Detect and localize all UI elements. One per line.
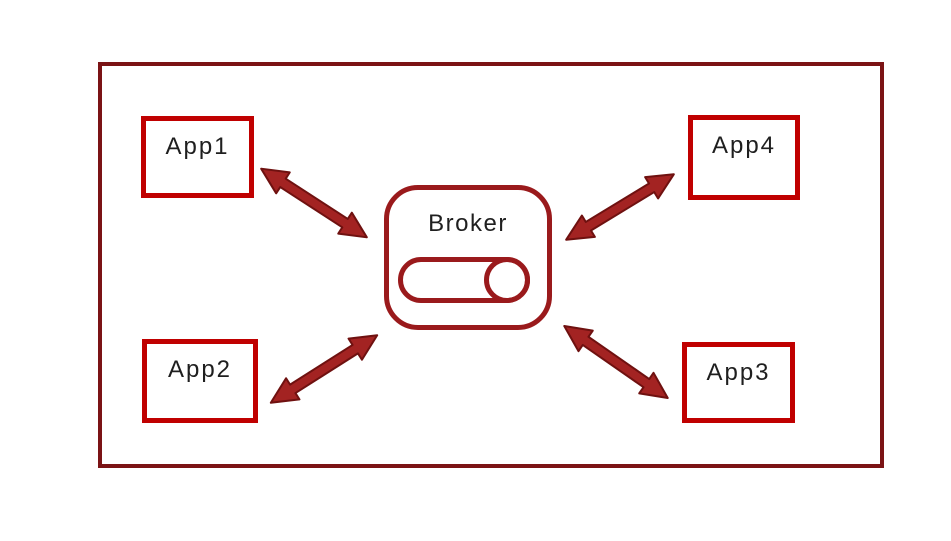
node-app4-label: App4	[711, 132, 777, 159]
node-app3-label: App3	[706, 359, 771, 386]
node-broker-label: Broker	[428, 210, 508, 237]
queue-cylinder-endcap-icon	[484, 257, 530, 303]
node-app3: App3	[682, 342, 795, 423]
node-app2: App2	[142, 339, 258, 423]
node-app1: App1	[141, 116, 254, 198]
node-app4: App4	[688, 115, 800, 200]
node-app2-label: App2	[167, 356, 233, 383]
node-app1-label: App1	[165, 133, 230, 160]
